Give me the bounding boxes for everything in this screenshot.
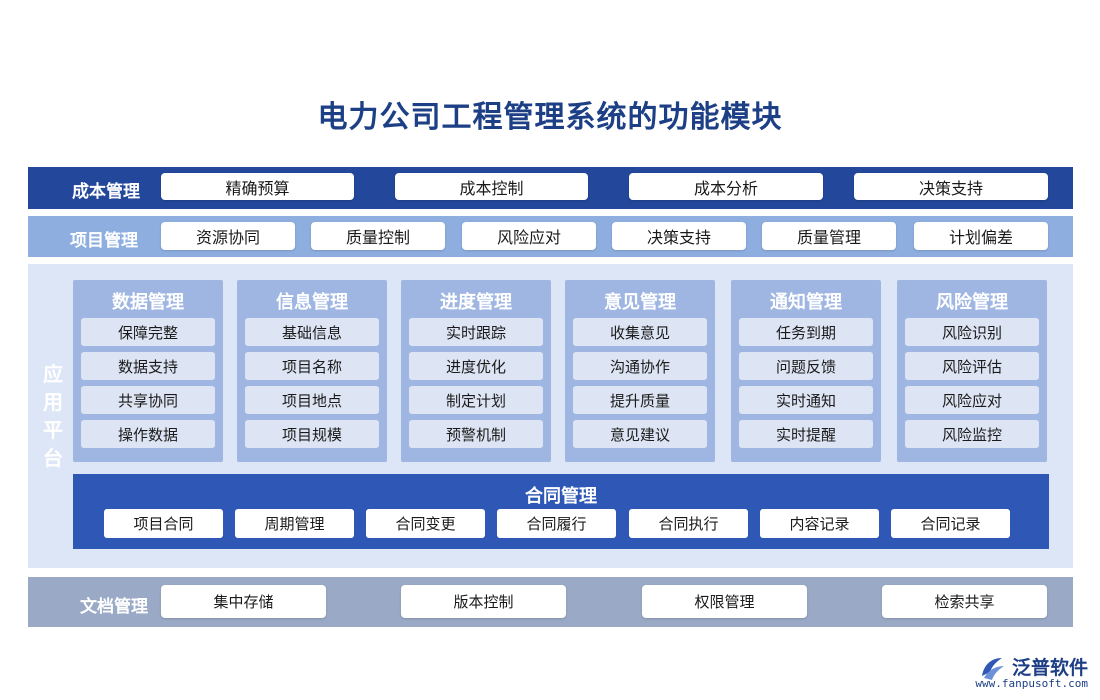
app-platform-label: 应 用 平 台 — [42, 360, 64, 472]
contract-item: 合同执行 — [629, 509, 748, 538]
app-label-char: 台 — [43, 446, 63, 470]
module-item: 意见建议 — [573, 420, 707, 448]
module-item: 风险应对 — [905, 386, 1039, 414]
module-title: 进度管理 — [440, 292, 512, 313]
module-item: 基础信息 — [245, 318, 379, 346]
app-label-char: 平 — [43, 418, 63, 442]
brand-logo: 泛普软件 — [978, 654, 1088, 682]
cost-item: 成本分析 — [629, 173, 823, 200]
project-item: 资源协同 — [161, 222, 295, 250]
module-title: 意见管理 — [604, 292, 676, 313]
module-data-management: 数据管理 保障完整 数据支持 共享协同 操作数据 — [73, 280, 223, 462]
cost-band: 成本管理 精确预算 成本控制 成本分析 决策支持 — [28, 167, 1073, 209]
module-item: 实时跟踪 — [409, 318, 543, 346]
project-item: 风险应对 — [462, 222, 596, 250]
doc-item: 版本控制 — [401, 585, 566, 618]
module-risk-management: 风险管理 风险识别 风险评估 风险应对 风险监控 — [897, 280, 1047, 462]
page-title: 电力公司工程管理系统的功能模块 — [317, 100, 783, 135]
module-item: 实时提醒 — [739, 420, 873, 448]
module-item: 任务到期 — [739, 318, 873, 346]
app-label-char: 用 — [43, 390, 63, 414]
module-item: 项目规模 — [245, 420, 379, 448]
module-item: 数据支持 — [81, 352, 215, 380]
module-item: 项目名称 — [245, 352, 379, 380]
brand-name: 泛普软件 — [1011, 657, 1088, 679]
cost-item: 决策支持 — [854, 173, 1048, 200]
contract-item: 内容记录 — [760, 509, 879, 538]
module-item: 预警机制 — [409, 420, 543, 448]
module-item: 保障完整 — [81, 318, 215, 346]
module-title: 信息管理 — [276, 292, 348, 313]
contract-title: 合同管理 — [525, 486, 597, 507]
project-band: 项目管理 资源协同 质量控制 风险应对 决策支持 质量管理 计划偏差 — [28, 216, 1073, 257]
contract-item: 周期管理 — [235, 509, 354, 538]
project-item: 质量管理 — [762, 222, 896, 250]
contract-item: 合同记录 — [891, 509, 1010, 538]
module-item: 提升质量 — [573, 386, 707, 414]
project-item: 质量控制 — [311, 222, 445, 250]
doc-band-label: 文档管理 — [80, 597, 148, 617]
module-item: 收集意见 — [573, 318, 707, 346]
contract-item: 合同履行 — [497, 509, 616, 538]
module-item: 问题反馈 — [739, 352, 873, 380]
module-title: 数据管理 — [112, 292, 184, 313]
module-title: 风险管理 — [936, 292, 1008, 313]
app-label-char: 应 — [43, 362, 63, 386]
doc-item: 检索共享 — [882, 585, 1047, 618]
project-band-label: 项目管理 — [70, 231, 138, 251]
module-item: 沟通协作 — [573, 352, 707, 380]
cost-band-label: 成本管理 — [72, 182, 140, 202]
module-item: 进度优化 — [409, 352, 543, 380]
module-item: 共享协同 — [81, 386, 215, 414]
module-info-management: 信息管理 基础信息 项目名称 项目地点 项目规模 — [237, 280, 387, 462]
contract-item: 合同变更 — [366, 509, 485, 538]
contract-management-box: 合同管理 项目合同 周期管理 合同变更 合同履行 合同执行 内容记录 合同记录 — [73, 474, 1049, 549]
doc-band: 文档管理 集中存储 版本控制 权限管理 检索共享 — [28, 577, 1073, 627]
fanpu-logo-icon — [981, 658, 1004, 680]
module-notice-management: 通知管理 任务到期 问题反馈 实时通知 实时提醒 — [731, 280, 881, 462]
doc-item: 集中存储 — [161, 585, 326, 618]
module-item: 项目地点 — [245, 386, 379, 414]
module-item: 实时通知 — [739, 386, 873, 414]
module-item: 风险识别 — [905, 318, 1039, 346]
project-item: 决策支持 — [612, 222, 746, 250]
cost-item: 成本控制 — [395, 173, 588, 200]
project-item: 计划偏差 — [914, 222, 1048, 250]
doc-item: 权限管理 — [642, 585, 807, 618]
contract-item: 项目合同 — [104, 509, 223, 538]
module-title: 通知管理 — [770, 292, 842, 313]
module-item: 风险监控 — [905, 420, 1039, 448]
cost-item: 精确预算 — [161, 173, 354, 200]
module-progress-management: 进度管理 实时跟踪 进度优化 制定计划 预警机制 — [401, 280, 551, 462]
app-platform-band: 应 用 平 台 数据管理 保障完整 数据支持 共享协同 操作数据 信息管理 基础… — [28, 264, 1073, 568]
module-item: 操作数据 — [81, 420, 215, 448]
module-item: 制定计划 — [409, 386, 543, 414]
module-opinion-management: 意见管理 收集意见 沟通协作 提升质量 意见建议 — [565, 280, 715, 462]
module-item: 风险评估 — [905, 352, 1039, 380]
brand-url: www.fanpusoft.com — [975, 677, 1088, 690]
